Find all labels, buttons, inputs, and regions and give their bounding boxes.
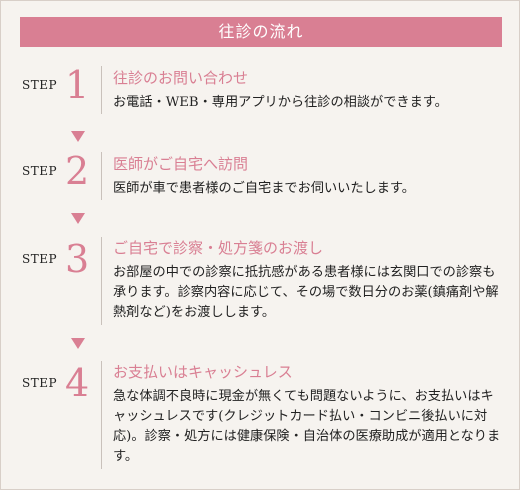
step-divider bbox=[101, 361, 102, 469]
step-divider bbox=[101, 237, 102, 325]
step-title: 医師がご自宅へ訪問 bbox=[113, 155, 249, 173]
step-description: お部屋の中での診察に抵抗感がある患者様には玄関口での診察も承ります。診察内容に応… bbox=[113, 265, 499, 320]
step-label: STEP bbox=[22, 78, 58, 92]
step-number: 3 bbox=[65, 237, 90, 281]
down-arrow-icon bbox=[71, 131, 85, 142]
down-arrow-icon bbox=[71, 213, 85, 224]
step-number: 4 bbox=[65, 361, 90, 405]
down-arrow-icon bbox=[71, 338, 85, 349]
step-label: STEP bbox=[22, 252, 58, 266]
step-label: STEP bbox=[22, 376, 58, 390]
step-title: お支払いはキャッシュレス bbox=[113, 363, 293, 381]
step-number: 2 bbox=[65, 149, 90, 193]
step-description: 急な体調不良時に現金が無くても問題ないように、お支払いはキャッシュレスです(クレ… bbox=[113, 389, 501, 464]
step-title: 往診のお問い合わせ bbox=[113, 69, 249, 87]
step-divider bbox=[101, 152, 102, 200]
step-number: 1 bbox=[65, 63, 90, 107]
step-title: ご自宅で診察・処方箋のお渡し bbox=[113, 239, 324, 257]
step-description: 医師が車で患者様のご自宅までお伺いいたします。 bbox=[113, 181, 415, 196]
step-divider bbox=[101, 66, 102, 114]
step-description: お電話・WEB・専用アプリから往診の相談ができます。 bbox=[113, 95, 448, 110]
section-title: 往診の流れ bbox=[20, 17, 502, 47]
step-label: STEP bbox=[22, 164, 58, 178]
